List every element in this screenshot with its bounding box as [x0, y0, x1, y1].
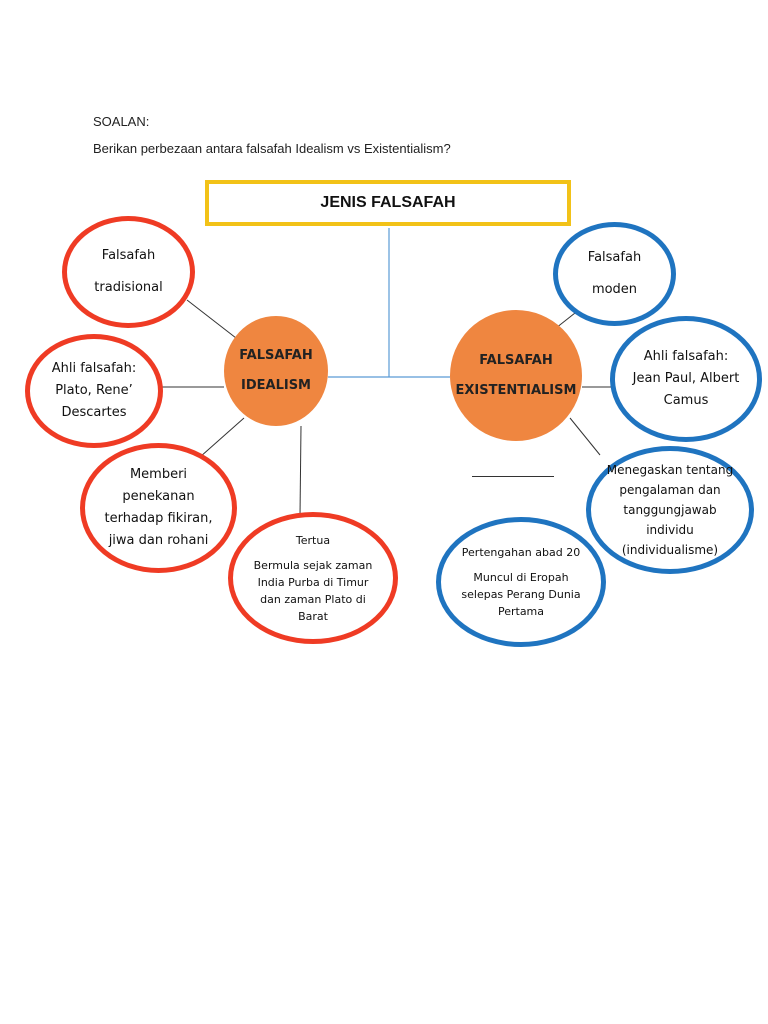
existentialism-emphasis-line-1: Menegaskan tentang: [606, 463, 734, 477]
idealism-center-line-2: IDEALISM: [241, 378, 311, 393]
existentialism-type-node: Falsafah moden: [553, 222, 676, 326]
idealism-type-line-1: Falsafah: [101, 248, 156, 263]
idealism-emphasis-line-2: penekanan: [122, 489, 195, 504]
question-label: SOALAN:: [93, 114, 150, 129]
existentialism-emphasis-line: [569, 417, 601, 456]
idealism-origin-line: [299, 425, 302, 517]
existentialism-origin-head: Pertengahan abad 20: [461, 546, 581, 559]
idealism-emphasis-line-1: Memberi: [129, 467, 188, 482]
idealism-origin-head: Tertua: [295, 533, 331, 547]
existentialism-center-line-1: FALSAFAH: [479, 352, 553, 368]
diagram-title: JENIS FALSAFAH: [320, 194, 456, 211]
idealism-center-line-1: FALSAFAH: [239, 348, 313, 363]
existentialism-origin-line-3: Pertama: [497, 605, 545, 618]
idealism-origin-node: Tertua Bermula sejak zaman India Purba d…: [228, 512, 398, 644]
existentialism-emphasis-line-3: tanggungjawab: [623, 503, 717, 517]
existentialism-philosophers-line-1: Ahli falsafah:: [643, 349, 729, 364]
existentialism-philosophers-node: Ahli falsafah: Jean Paul, Albert Camus: [610, 316, 762, 442]
existentialism-center-line-2: EXISTENTIALISM: [455, 382, 577, 398]
existentialism-emphasis-line-4: individu: [646, 523, 694, 537]
existentialism-center-node: FALSAFAH EXISTENTIALISM: [450, 310, 582, 441]
existentialism-origin-line-2: selepas Perang Dunia: [461, 588, 581, 601]
idealism-philosophers-line-3: Descartes: [61, 405, 127, 420]
short-rule: [472, 476, 554, 477]
idealism-origin-line-4: Barat: [298, 609, 328, 623]
idealism-origin-line-2: India Purba di Timur: [257, 575, 369, 589]
existentialism-type-line-2: moden: [591, 282, 638, 297]
question-text: Berikan perbezaan antara falsafah Ideali…: [93, 141, 451, 156]
idealism-philosophers-node: Ahli falsafah: Plato, Rene’ Descartes: [25, 334, 163, 448]
idealism-origin-line-3: dan zaman Plato di: [260, 592, 366, 606]
idealism-emphasis-line: [199, 417, 245, 458]
existentialism-philosophers-line-3: Camus: [663, 393, 709, 408]
title-box: JENIS FALSAFAH: [205, 180, 571, 226]
idealism-emphasis-line-3: terhadap fikiran,: [104, 511, 213, 526]
idealism-origin-line-1: Bermula sejak zaman: [253, 558, 373, 572]
existentialism-emphasis-node: Menegaskan tentang pengalaman dan tanggu…: [586, 446, 754, 574]
existentialism-type-line-1: Falsafah: [587, 250, 642, 265]
existentialism-emphasis-line-5: (individualisme): [621, 543, 719, 557]
idealism-emphasis-node: Memberi penekanan terhadap fikiran, jiwa…: [80, 443, 237, 573]
existentialism-philosophers-line-2: Jean Paul, Albert: [632, 371, 740, 386]
idealism-philosophers-line-2: Plato, Rene’: [55, 383, 133, 398]
idealism-type-line-2: tradisional: [94, 280, 163, 295]
idealism-philosophers-line-1: Ahli falsafah:: [51, 361, 137, 376]
idealism-type-node: Falsafah tradisional: [62, 216, 195, 328]
idealism-type-line: [186, 299, 237, 339]
existentialism-emphasis-line-2: pengalaman dan: [619, 483, 721, 497]
existentialism-origin-node: Pertengahan abad 20 Muncul di Eropah sel…: [436, 517, 606, 647]
existentialism-origin-line-1: Muncul di Eropah: [473, 571, 569, 584]
idealism-center-node: FALSAFAH IDEALISM: [224, 316, 328, 426]
idealism-emphasis-line-4: jiwa dan rohani: [108, 533, 209, 548]
